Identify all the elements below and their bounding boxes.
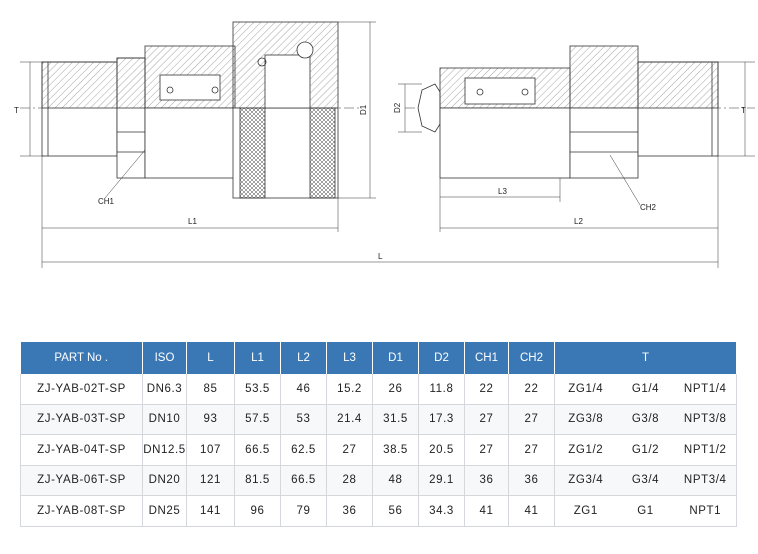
cell-d2: 17.3: [418, 404, 465, 435]
t-zg: ZG1: [573, 504, 598, 517]
label-CH2: CH2: [640, 203, 657, 212]
label-T-right: T: [741, 106, 746, 115]
table-header-row: PART No . ISO L L1 L2 L3 D1 D2 CH1 CH2 T: [20, 342, 737, 374]
t-zg: ZG1/4: [568, 382, 604, 395]
cell-ch1: 22: [464, 374, 509, 405]
cell-l1: 53.5: [234, 374, 281, 405]
header-ch2: CH2: [508, 342, 555, 374]
cell-t: ZG3/8 G3/8 NPT3/8: [554, 404, 737, 435]
cell-l: 107: [186, 434, 235, 466]
table-row: ZJ-YAB-04T-SP DN12.5 107 66.5 62.5 27 38…: [20, 434, 737, 466]
cell-t: ZG1 G1 NPT1: [554, 495, 737, 527]
cell-l1: 96: [234, 495, 281, 527]
cell-d1: 31.5: [372, 404, 419, 435]
cell-l: 141: [186, 495, 235, 527]
cell-d2: 34.3: [418, 495, 465, 527]
table-row: ZJ-YAB-08T-SP DN25 141 96 79 36 56 34.3 …: [20, 495, 737, 527]
cell-part: ZJ-YAB-08T-SP: [20, 495, 143, 527]
cell-l: 93: [186, 404, 235, 435]
cell-part: ZJ-YAB-04T-SP: [20, 434, 143, 466]
cell-d1: 48: [372, 465, 419, 496]
cell-l3: 21.4: [326, 404, 373, 435]
cell-ch2: 41: [508, 495, 555, 527]
cell-t: ZG3/4 G3/4 NPT3/4: [554, 465, 737, 496]
cell-ch1: 36: [464, 465, 509, 496]
t-g: G1/2: [631, 443, 660, 456]
cell-ch1: 27: [464, 404, 509, 435]
cell-t: ZG1/4 G1/4 NPT1/4: [554, 374, 737, 405]
cell-iso: DN20: [142, 465, 187, 496]
header-l2: L2: [280, 342, 327, 374]
spec-table: PART No . ISO L L1 L2 L3 D1 D2 CH1 CH2 T…: [20, 342, 737, 527]
cell-l2: 46: [280, 374, 327, 405]
table-row: ZJ-YAB-03T-SP DN10 93 57.5 53 21.4 31.5 …: [20, 404, 737, 435]
label-L1: L1: [188, 217, 197, 226]
cell-l: 85: [186, 374, 235, 405]
header-part-no: PART No .: [20, 342, 143, 374]
t-npt: NPT1/4: [683, 382, 727, 395]
cell-iso: DN25: [142, 495, 187, 527]
cell-iso: DN10: [142, 404, 187, 435]
table-row: ZJ-YAB-06T-SP DN20 121 81.5 66.5 28 48 2…: [20, 465, 737, 496]
cell-ch1: 41: [464, 495, 509, 527]
cell-ch2: 27: [508, 404, 555, 435]
header-t: T: [554, 342, 737, 374]
t-npt: NPT1/2: [683, 443, 727, 456]
t-zg: ZG1/2: [568, 443, 604, 456]
t-npt: NPT3/4: [683, 474, 727, 487]
header-d1: D1: [372, 342, 419, 374]
cell-ch1: 27: [464, 434, 509, 466]
cell-d2: 20.5: [418, 434, 465, 466]
header-d2: D2: [418, 342, 465, 374]
t-g: G3/8: [631, 413, 660, 426]
header-l3: L3: [326, 342, 373, 374]
t-zg: ZG3/8: [568, 413, 604, 426]
cell-ch2: 36: [508, 465, 555, 496]
cell-l2: 53: [280, 404, 327, 435]
t-npt: NPT1: [689, 504, 722, 517]
t-g: G1/4: [631, 382, 660, 395]
header-ch1: CH1: [464, 342, 509, 374]
cell-d2: 11.8: [418, 374, 465, 405]
cell-iso: DN6.3: [142, 374, 187, 405]
label-CH1: CH1: [98, 197, 115, 206]
label-T-left: T: [14, 106, 19, 115]
label-D2: D2: [393, 102, 402, 113]
t-g: G3/4: [631, 474, 660, 487]
cell-d1: 56: [372, 495, 419, 527]
cell-l: 121: [186, 465, 235, 496]
cell-l3: 28: [326, 465, 373, 496]
cell-l1: 81.5: [234, 465, 281, 496]
cell-iso: DN12.5: [142, 434, 187, 466]
cell-l1: 57.5: [234, 404, 281, 435]
cell-d1: 26: [372, 374, 419, 405]
cell-d1: 38.5: [372, 434, 419, 466]
header-l1: L1: [234, 342, 281, 374]
cell-part: ZJ-YAB-03T-SP: [20, 404, 143, 435]
cell-ch2: 27: [508, 434, 555, 466]
t-g: G1: [637, 504, 654, 517]
cell-ch2: 22: [508, 374, 555, 405]
header-l: L: [186, 342, 235, 374]
coupling-drawing: T D1 CH1 L1 L D2 L3 CH2 L2 T: [14, 21, 755, 268]
cell-l1: 66.5: [234, 434, 281, 466]
cell-l2: 62.5: [280, 434, 327, 466]
header-iso: ISO: [142, 342, 187, 374]
label-D1: D1: [359, 104, 368, 115]
label-L: L: [378, 252, 383, 261]
t-npt: NPT3/8: [683, 413, 727, 426]
t-zg: ZG3/4: [568, 474, 604, 487]
cell-l3: 27: [326, 434, 373, 466]
cell-t: ZG1/2 G1/2 NPT1/2: [554, 434, 737, 466]
cell-d2: 29.1: [418, 465, 465, 496]
table-row: ZJ-YAB-02T-SP DN6.3 85 53.5 46 15.2 26 1…: [20, 374, 737, 405]
cell-l3: 15.2: [326, 374, 373, 405]
cell-part: ZJ-YAB-02T-SP: [20, 374, 143, 405]
label-L2: L2: [574, 217, 583, 226]
cell-l2: 79: [280, 495, 327, 527]
cell-l3: 36: [326, 495, 373, 527]
cell-part: ZJ-YAB-06T-SP: [20, 465, 143, 496]
cell-l2: 66.5: [280, 465, 327, 496]
label-L3: L3: [498, 187, 507, 196]
